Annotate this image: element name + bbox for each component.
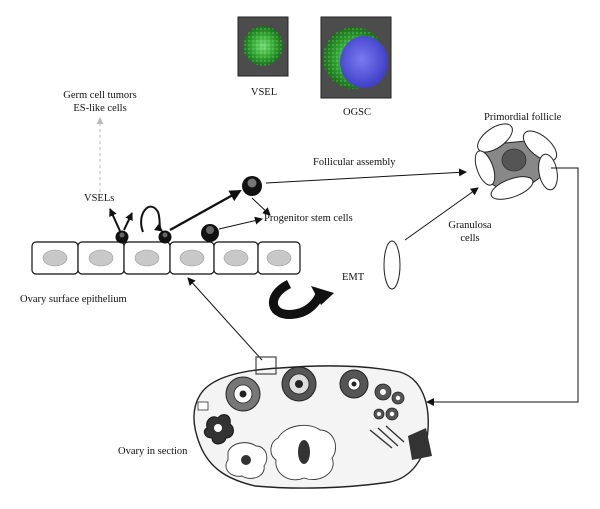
ovary-surface-label: Ovary surface epithelium [20, 294, 127, 305]
section-zoom-box [255, 356, 277, 375]
emt-arrow-head [311, 286, 334, 305]
follicular-assembly-label: Follicular assembly [313, 157, 396, 168]
vsel-arrows [109, 168, 467, 233]
granulosa-cell [383, 240, 401, 290]
ogsc-micrograph [320, 16, 392, 99]
granulosa-arrow [404, 187, 479, 241]
ogsc-photo-label: OGSC [342, 107, 371, 118]
ovary-section-drawing [193, 365, 432, 489]
emt-arrow [268, 279, 325, 319]
primordial-follicle-drawing [474, 123, 558, 200]
emt-label: EMT [342, 272, 365, 283]
germ-cell-label-2: ES-like cells [73, 103, 127, 114]
vsel-micrograph [237, 16, 289, 77]
vsels-label: VSELs [84, 193, 115, 204]
progenitor-label: Progenitor stem cells [264, 213, 353, 224]
section-zoom-arrow [187, 277, 263, 361]
granulosa-label-1: Granulosa [448, 220, 492, 231]
germ-cell-label-1: Germ cell tumors [63, 90, 137, 101]
granulosa-label-2: cells [460, 233, 480, 244]
ovary-section-label: Ovary in section [118, 446, 188, 457]
ovary-surface-epithelium-cells [31, 241, 301, 275]
vsel-cells [115, 176, 262, 244]
follicle-to-ovary-arrow [426, 167, 579, 406]
primordial-follicle-label: Primordial follicle [484, 112, 562, 123]
vsel-photo-label: VSEL [250, 87, 278, 98]
